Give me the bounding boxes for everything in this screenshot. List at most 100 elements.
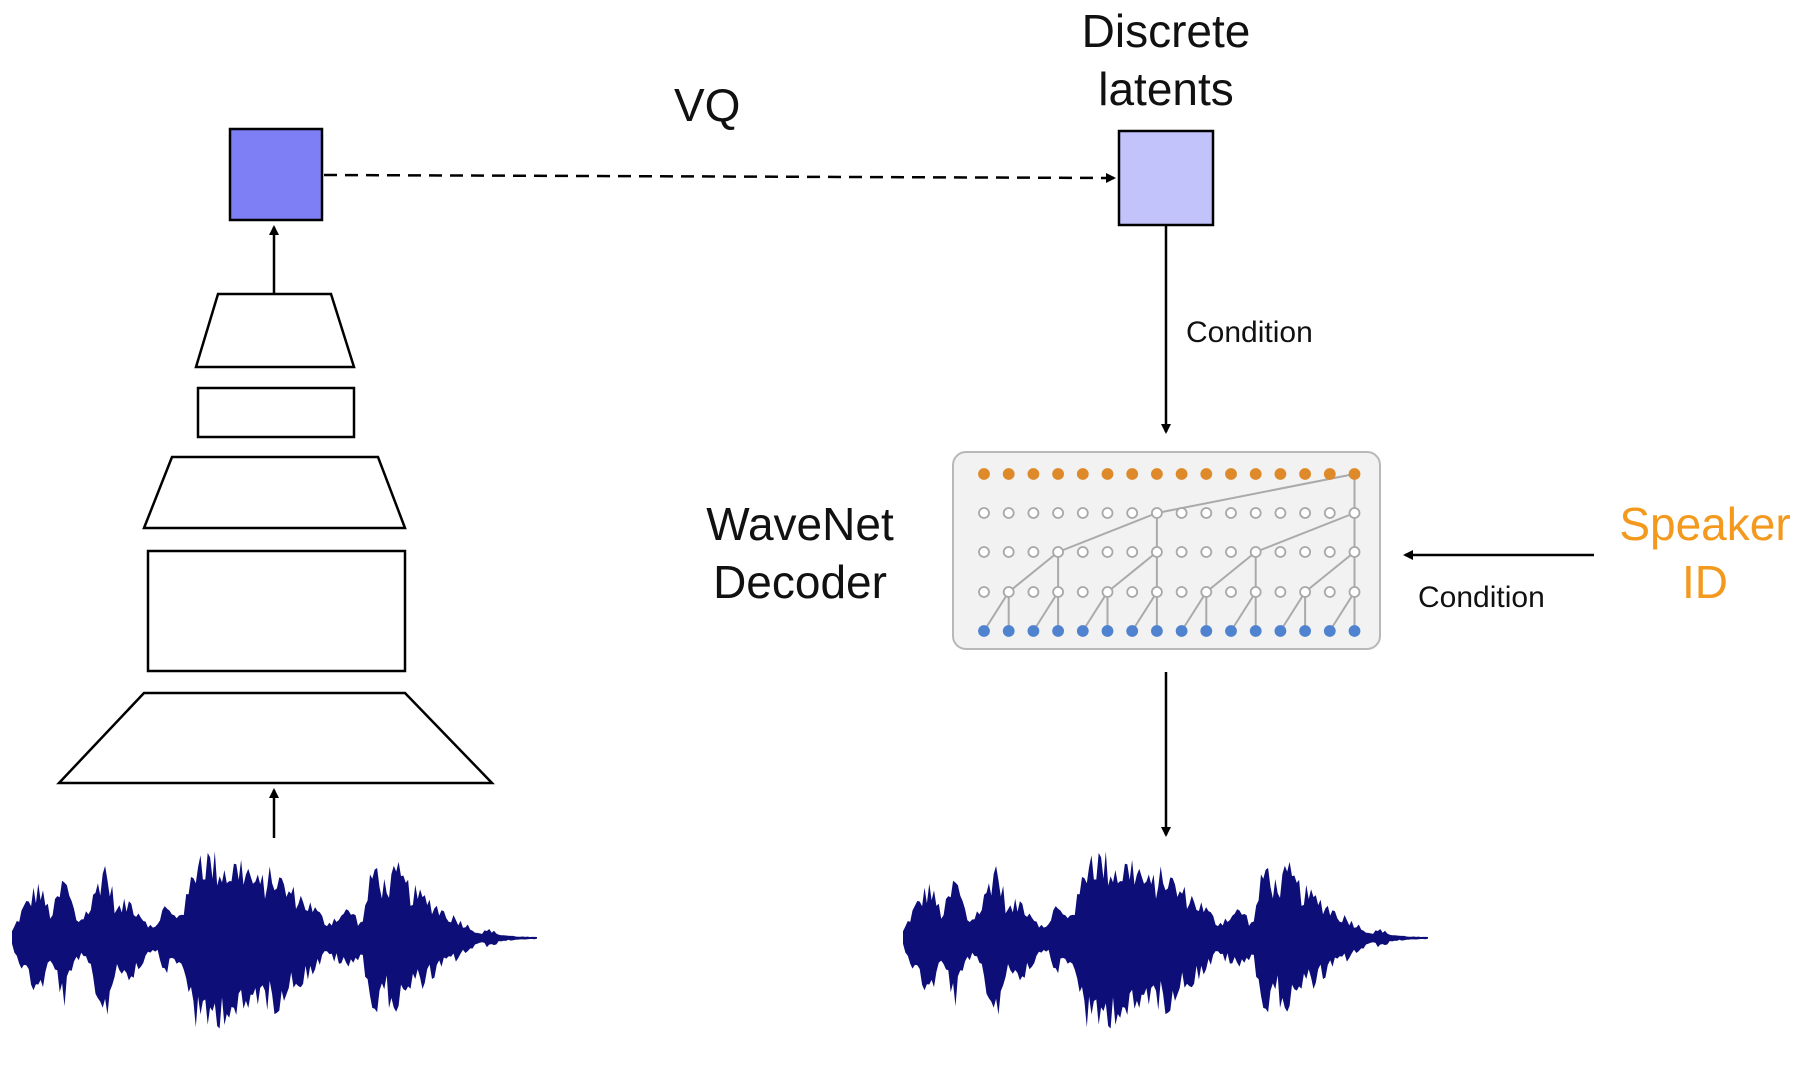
wavenet-edge [1008,551,1059,593]
wavenet-hidden-node [1274,507,1287,519]
encoder-layer-1 [56,691,495,785]
wavenet-output-node [1126,468,1139,480]
wavenet-edge [1304,551,1356,593]
wavenet-hidden-node [1348,546,1361,558]
condition-label-right: Condition [1418,581,1545,614]
wavenet-hidden-node [1052,586,1064,598]
wavenet-hidden-node [1101,586,1114,598]
wavenet-output-node [1299,468,1311,480]
wavenet-hidden-node [1076,546,1089,558]
wavenet-edge [1081,591,1109,632]
wavenet-input-node [978,625,990,637]
wavenet-hidden-node [1274,586,1287,598]
wavenet-edge [983,591,1010,632]
encoder-layer-2 [146,549,407,673]
discrete-latents-label-line1: Discrete [1081,5,1251,57]
wavenet-hidden-node [1348,586,1361,598]
speaker-id-label: Speaker ID [1596,495,1814,611]
wavenet-hidden-node [1076,586,1089,598]
wavenet-hidden-node [1323,546,1336,558]
encoder-layer-3 [142,455,407,530]
wavenet-edge [1032,591,1059,632]
encoder-output-square [228,127,324,222]
wavenet-output-node [1274,468,1287,480]
wavenet-edge [1279,591,1306,632]
input-waveform [12,851,537,1029]
wavenet-hidden-node [1274,546,1287,558]
wavenet-input-node [1323,625,1336,637]
wavenet-hidden-node [1101,507,1114,519]
discrete-latents-label: Discrete latents [1060,2,1272,118]
discrete-latents-label-line2: latents [1098,63,1234,115]
wavenet-edge [1057,512,1158,553]
wavenet-hidden-node [1299,586,1311,598]
wavenet-output-node [1348,468,1361,480]
wavenet-output-node [1052,468,1064,480]
wavenet-input-node [1200,625,1213,637]
wavenet-hidden-node [1101,546,1114,558]
wavenet-hidden-node [1323,586,1336,598]
wavenet-input-node [1249,625,1262,637]
wavenet-hidden-node [1299,546,1311,558]
wavenet-hidden-node [1175,546,1188,558]
wavenet-hidden-node [1151,546,1163,558]
wavenet-hidden-node [1076,507,1089,519]
encoder-layer-5 [194,292,356,369]
wavenet-hidden-node [1225,507,1237,519]
wavenet-hidden-node [1175,586,1188,598]
wavenet-hidden-node [978,586,990,598]
wavenet-edge [1205,551,1257,593]
wavenet-input-node [1175,625,1188,637]
wavenet-hidden-node [1027,586,1040,598]
wavenet-edge [1180,591,1208,632]
wavenet-output-node [1200,468,1213,480]
wavenet-hidden-node [1323,507,1336,519]
wavenet-decoder-label-line1: WaveNet [706,498,894,550]
wavenet-hidden-node [1126,546,1139,558]
wavenet-hidden-node [1002,586,1015,598]
arrows [269,172,1594,838]
wavenet-edge [1156,473,1355,514]
wavenet-decoder-label-line2: Decoder [713,556,887,608]
vq-dashed-arrow [323,172,1116,183]
wavenet-hidden-node [1249,586,1262,598]
output-waveform [903,851,1428,1029]
wavenet-input-node [1052,625,1064,637]
wavenet-hidden-node [1175,507,1188,519]
wavenet-hidden-node [1200,507,1213,519]
vq-label: VQ [674,79,741,131]
wavenet-hidden-node [1348,507,1361,519]
wavenet-hidden-node [1027,546,1040,558]
wavenet-input-node [1002,625,1015,637]
wavenet-output-node [1175,468,1188,480]
wavenet-hidden-node [1052,507,1064,519]
wavenet-connections [983,473,1356,632]
wavenet-hidden-node [1052,546,1064,558]
wavenet-input-node [1225,625,1237,637]
wavenet-hidden-node [978,546,990,558]
wavenet-output-node [1151,468,1163,480]
wavenet-hidden-node [1002,507,1015,519]
wavenet-input-node [1274,625,1287,637]
wavenet-box [952,451,1381,650]
wavenet-input-node [1076,625,1089,637]
wavenet-hidden-node [1299,507,1311,519]
wavenet-input-node [1101,625,1114,637]
wavenet-hidden-node [1002,546,1015,558]
wavenet-input-node [1126,625,1139,637]
wavenet-hidden-node [1151,586,1163,598]
wavenet-input-node [1348,625,1361,637]
speaker-id-label-line1: Speaker [1619,498,1791,550]
wavenet-hidden-node [1151,507,1163,519]
wavenet-input-node [1151,625,1163,637]
discrete-latent-square [1117,129,1215,227]
wavenet-hidden-node [1225,586,1237,598]
wavenet-hidden-node [978,507,990,519]
wavenet-output-node [1323,468,1336,480]
wavenet-output-node [978,468,990,480]
wavenet-hidden-node [1126,586,1139,598]
wavenet-hidden-node [1225,546,1237,558]
wavenet-edge [1230,591,1257,632]
wavenet-hidden-node [1249,546,1262,558]
